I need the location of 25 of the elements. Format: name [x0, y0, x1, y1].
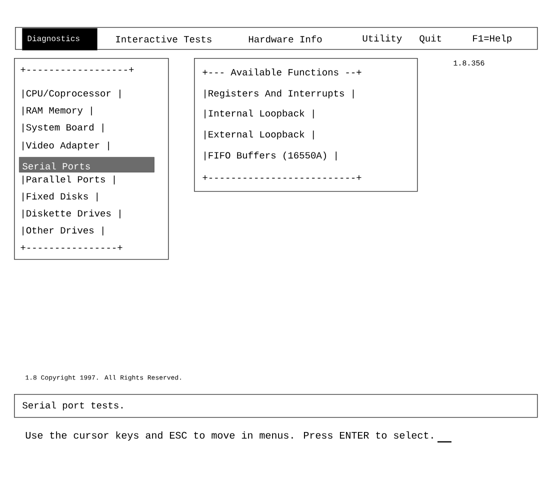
- menu-option: |Registers And Interrupts |: [204, 90, 354, 98]
- menu-item: F1=Help: [473, 34, 512, 44]
- ascii-border: +----------------+: [20, 245, 122, 250]
- menu-item: Hardware Info: [248, 36, 322, 42]
- menu-option: |Internal Loopback |: [204, 110, 314, 118]
- status-bar: Serial port tests.: [14, 394, 538, 418]
- menu-option: |System Board |: [22, 124, 104, 132]
- ascii-border: +--- Available Functions --+: [202, 68, 362, 76]
- menu-option: |Video Adapter |: [22, 142, 109, 150]
- menu-option: |CPU/Coprocessor |: [22, 90, 120, 98]
- menu-item: Utility: [362, 34, 402, 44]
- menu-option: |Other Drives |: [22, 226, 104, 236]
- ascii-border: +------------------+: [20, 67, 134, 72]
- menu-option: |Diskette Drives |: [22, 210, 120, 218]
- menu-item: Interactive Tests: [116, 36, 212, 42]
- help-text: Use the cursor keys and ESC to move in menus. Press ENTER to select.: [26, 431, 433, 441]
- selected-menu-option: Serial Ports: [19, 157, 154, 172]
- selected-menu-item: Diagnostics: [22, 28, 98, 50]
- menu-item: Quit: [420, 34, 442, 44]
- menu-option: |RAM Memory |: [22, 106, 92, 116]
- menu-option: |External Loopback |: [204, 130, 314, 140]
- ascii-border: +--------------------------+: [202, 175, 362, 180]
- menu-option: |Parallel Ports |: [22, 176, 115, 184]
- menu-option: |Fixed Disks |: [22, 192, 98, 202]
- menu-option: |FIFO Buffers (16550A) |: [204, 152, 337, 160]
